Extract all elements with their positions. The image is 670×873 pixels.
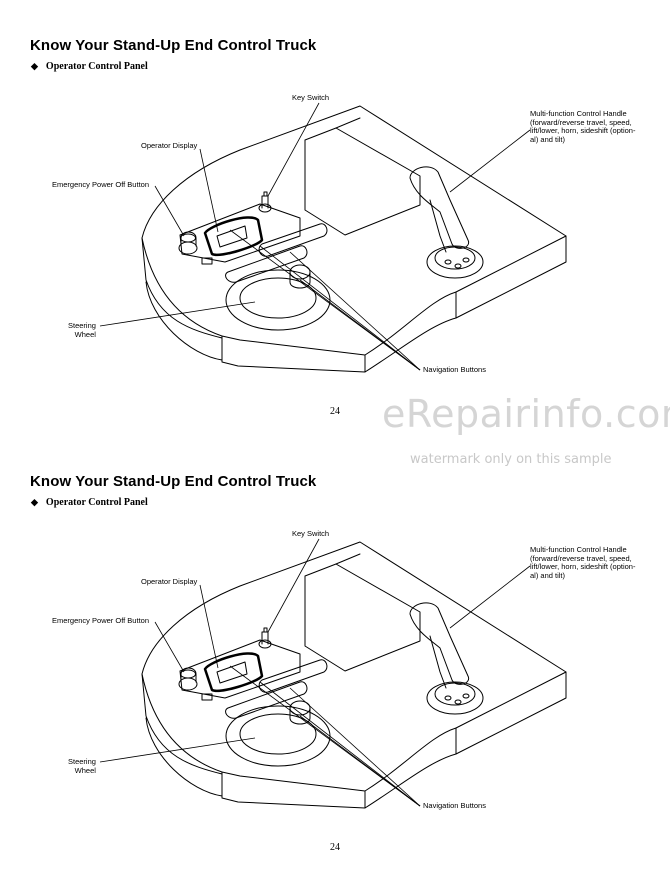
- control-handle-base: [426, 245, 484, 279]
- navigation-slot-lower: [225, 245, 308, 283]
- panel-top-surface: [141, 105, 567, 356]
- display-housing: [179, 203, 301, 263]
- label-line: Wheel: [74, 765, 96, 775]
- panel-right-face: [455, 235, 567, 319]
- label-operator-display: Operator Display: [141, 577, 198, 586]
- operator-display-screen: [203, 216, 264, 257]
- label-steering-wheel: Steering Wheel: [68, 321, 96, 339]
- multi-function-control-handle: [409, 602, 470, 685]
- operator-display-screen: [203, 652, 264, 693]
- label-line: Multi-function Control Handle: [530, 109, 627, 118]
- steering-wheel: [239, 277, 317, 319]
- label-emergency-power-off: Emergency Power Off Button: [52, 616, 149, 625]
- panel-top-surface: [141, 541, 567, 792]
- display-housing: [179, 639, 301, 699]
- label-navigation-buttons: Navigation Buttons: [423, 365, 486, 374]
- multi-function-control-handle: [409, 166, 470, 249]
- label-emergency-power-off: Emergency Power Off Button: [52, 180, 149, 189]
- diamond-bullet-icon: ◆: [31, 61, 38, 71]
- label-line: (forward/reverse travel, speed,: [530, 117, 632, 127]
- panel-right-face: [455, 671, 567, 755]
- watermark-sub: watermark only on this sample: [410, 452, 612, 467]
- control-panel-diagram: [99, 102, 567, 373]
- control-panel-diagram: [99, 538, 567, 809]
- label-line: Multi-function Control Handle: [530, 545, 627, 554]
- navigation-slot-upper: [258, 223, 328, 257]
- label-operator-display: Operator Display: [141, 141, 198, 150]
- label-multifunction-handle: Multi-function Control Handle (forward/r…: [530, 545, 636, 580]
- label-line: al) and tilt): [530, 570, 566, 580]
- section-subtitle: ◆ Operator Control Panel: [31, 497, 148, 508]
- label-line: (forward/reverse travel, speed,: [530, 553, 632, 563]
- steering-wheel: [239, 713, 317, 755]
- key-switch: [258, 203, 272, 213]
- page-title: Know Your Stand-Up End Control Truck: [30, 473, 317, 490]
- label-line: lift/lower, horn, sideshift (option-: [530, 562, 636, 571]
- page-title: Know Your Stand-Up End Control Truck: [30, 37, 317, 54]
- key-switch: [258, 639, 272, 649]
- label-line: Steering: [68, 321, 96, 330]
- section-subtitle: ◆ Operator Control Panel: [31, 61, 148, 72]
- navigation-slot-upper: [258, 659, 328, 693]
- page-number: 24: [330, 842, 340, 853]
- label-key-switch: Key Switch: [292, 93, 330, 102]
- panel-front-face: [221, 771, 366, 809]
- label-line: Wheel: [74, 329, 96, 339]
- watermark-main: eRepairinfo.com: [382, 392, 670, 436]
- panel-front-face: [221, 335, 366, 373]
- navigation-slot-lower: [225, 681, 308, 719]
- label-navigation-buttons: Navigation Buttons: [423, 801, 486, 810]
- page-section-2: Know Your Stand-Up End Control Truck ◆ Op…: [0, 436, 670, 873]
- label-multifunction-handle: Multi-function Control Handle (forward/r…: [530, 109, 636, 144]
- page-section-1: Know Your Stand-Up End Control Truck ◆ Op…: [0, 0, 670, 436]
- diamond-bullet-icon: ◆: [31, 497, 38, 507]
- subtitle-text: Operator Control Panel: [45, 61, 148, 72]
- subtitle-text: Operator Control Panel: [45, 497, 148, 508]
- control-handle-base: [426, 681, 484, 715]
- label-line: lift/lower, horn, sideshift (option-: [530, 126, 636, 135]
- page-number: 24: [330, 406, 340, 417]
- label-line: al) and tilt): [530, 134, 566, 144]
- label-steering-wheel: Steering Wheel: [68, 757, 96, 775]
- label-key-switch: Key Switch: [292, 529, 330, 538]
- label-line: Steering: [68, 757, 96, 766]
